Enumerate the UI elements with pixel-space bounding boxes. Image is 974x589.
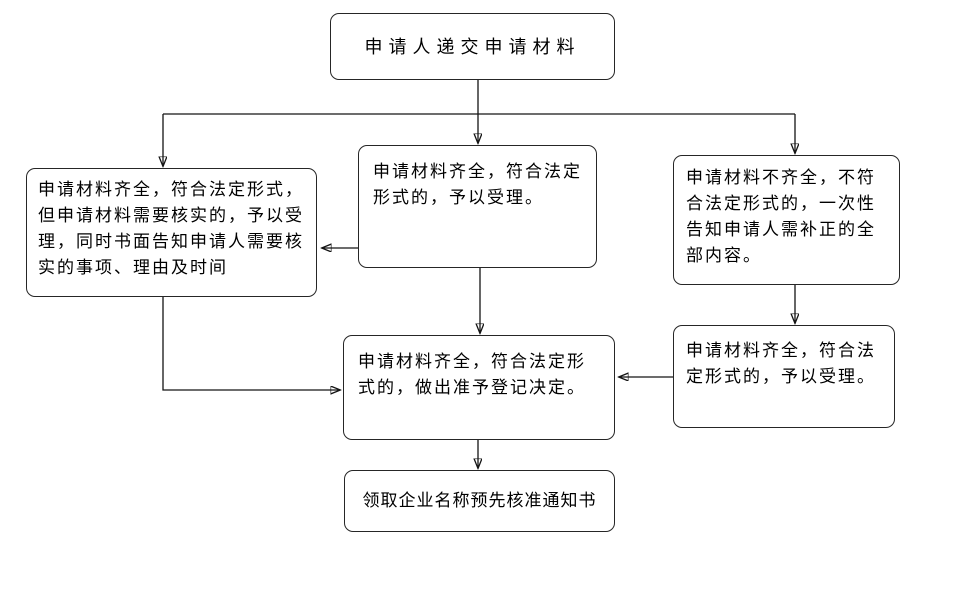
node-submit-application: 申请人递交申请材料 (330, 13, 615, 80)
node-incomplete-notify-corrections: 申请材料不齐全，不符合法定形式的，一次性告知申请人需补正的全部内容。 (673, 155, 900, 285)
node-accepted-needs-verification: 申请材料齐全，符合法定形式，但申请材料需要核实的，予以受理，同时书面告知申请人需… (26, 168, 317, 297)
node-registration-approval-decision-label: 申请材料齐全，符合法定形式的，做出准予登记决定。 (358, 352, 586, 397)
node-receive-name-preapproval-notice-label: 领取企业名称预先核准通知书 (362, 491, 597, 510)
node-complete-accepted-label: 申请材料齐全，符合法定形式的，予以受理。 (373, 162, 582, 207)
node-corrected-accepted: 申请材料齐全，符合法定形式的，予以受理。 (673, 325, 895, 428)
connector-verify-to-decision (162, 297, 340, 390)
node-registration-approval-decision: 申请材料齐全，符合法定形式的，做出准予登记决定。 (343, 335, 615, 440)
node-receive-name-preapproval-notice: 领取企业名称预先核准通知书 (344, 470, 615, 532)
node-incomplete-notify-corrections-label: 申请材料不齐全，不符合法定形式的，一次性告知申请人需补正的全部内容。 (686, 168, 876, 265)
node-complete-accepted: 申请材料齐全，符合法定形式的，予以受理。 (358, 145, 597, 268)
node-accepted-needs-verification-label: 申请材料齐全，符合法定形式，但申请材料需要核实的，予以受理，同时书面告知申请人需… (38, 180, 304, 277)
node-corrected-accepted-label: 申请材料齐全，符合法定形式的，予以受理。 (686, 341, 876, 386)
node-submit-application-label: 申请人递交申请材料 (364, 36, 581, 57)
